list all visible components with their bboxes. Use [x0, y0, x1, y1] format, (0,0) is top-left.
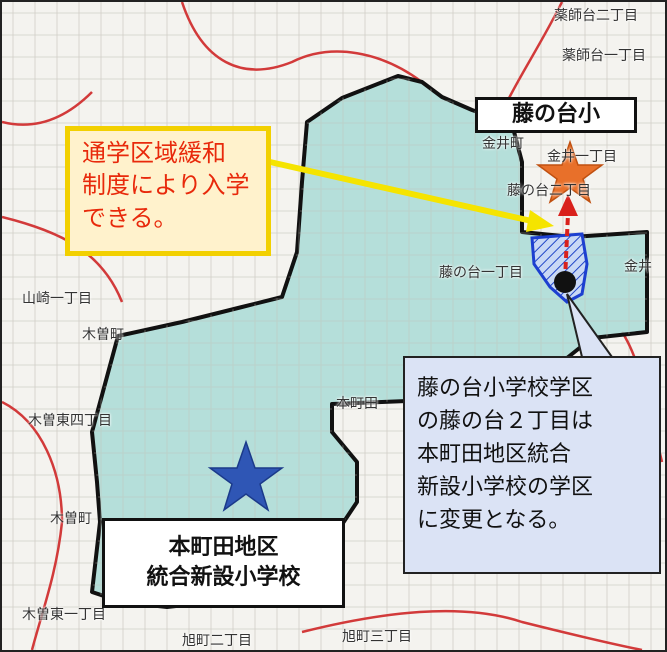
change-note-line: の藤の台２丁目は — [417, 409, 594, 434]
dashed-arrow — [558, 194, 578, 281]
place-label: 金井一丁目 — [547, 149, 617, 165]
place-label: 木曽町 — [50, 511, 92, 527]
place-label: 金井町 — [482, 136, 524, 152]
place-label: 本町田 — [336, 396, 378, 412]
place-label: 木曽町 — [82, 327, 124, 343]
change-note-line: に変更となる。 — [417, 508, 571, 533]
place-label: 薬師台二丁目 — [554, 8, 638, 24]
relaxation-note-line: できる。 — [82, 203, 178, 232]
place-label: 木曽東一丁目 — [22, 607, 106, 623]
yellow-arrow — [269, 159, 554, 232]
star-new-school-icon — [207, 439, 285, 512]
place-label: 藤の台二丁目 — [507, 183, 591, 199]
change-note-line: 藤の台小学校学区 — [417, 376, 594, 401]
place-label: 金井 — [624, 259, 652, 275]
relaxation-note-line: 通学区域緩和 — [82, 139, 226, 167]
star-fujinodai-icon — [535, 139, 605, 204]
new-school-label-line2: 統合新設小学校 — [146, 565, 301, 590]
fujinodai-school-label: 藤の台小 — [475, 97, 637, 133]
new-school-label: 本町田地区 統合新設小学校 — [102, 518, 345, 608]
change-note-line: 本町田地区統合 — [417, 442, 572, 467]
relaxation-note: 通学区域緩和 制度により入学 できる。 — [65, 126, 271, 256]
place-label: 山崎一丁目 — [22, 291, 92, 307]
location-dot — [554, 271, 576, 293]
place-label: 旭町三丁目 — [342, 629, 412, 645]
relaxation-note-line: 制度により入学 — [82, 171, 250, 200]
district-change-note: 藤の台小学校学区 の藤の台２丁目は 本町田地区統合 新設小学校の学区 に変更とな… — [403, 356, 661, 574]
place-label: 木曽東四丁目 — [28, 413, 112, 429]
place-label: 薬師台一丁目 — [562, 48, 646, 64]
change-note-line: 新設小学校の学区 — [417, 475, 594, 500]
place-label: 旭町二丁目 — [182, 633, 252, 649]
new-school-label-line1: 本町田地区 — [168, 535, 279, 560]
place-label: 藤の台一丁目 — [439, 265, 523, 281]
